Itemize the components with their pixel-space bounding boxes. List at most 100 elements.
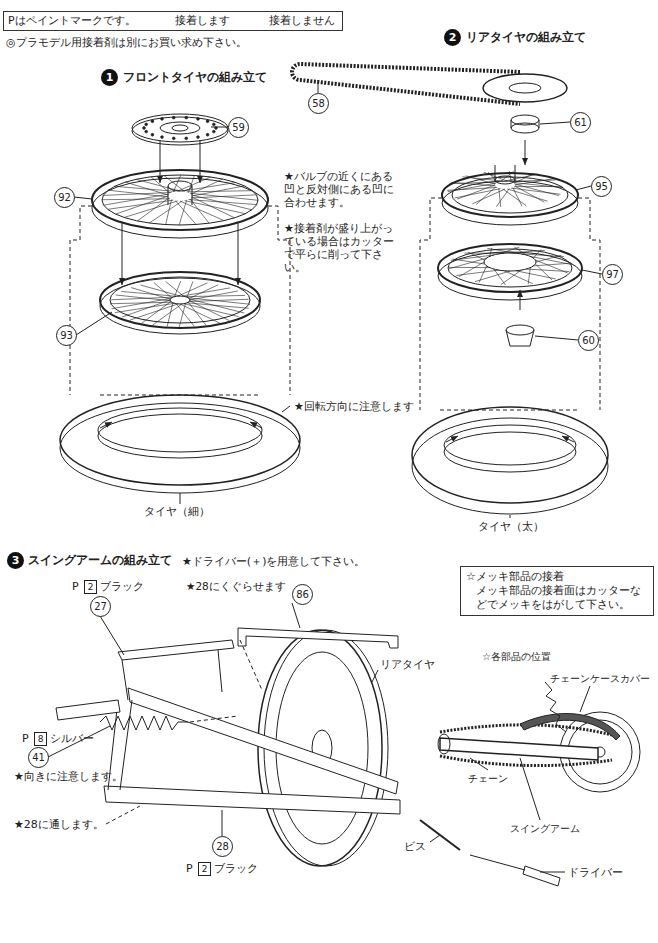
label-text: ★向きに注意します。 [14,770,123,783]
spoke [176,304,194,327]
disc-hole [215,127,218,130]
spoke [103,192,171,195]
spoke [494,269,506,285]
spoke [121,291,176,296]
callout-number: 58 [308,93,329,114]
spoke [464,253,504,254]
spoke [509,180,555,181]
spoke [514,173,534,183]
spoke [515,184,559,195]
callout-number: 41 [28,747,49,768]
spoke [504,271,533,284]
label-text: ビス [404,840,426,853]
spoke [535,260,567,273]
spoke [190,299,245,313]
callout-number: 97 [602,264,623,285]
spoke [507,189,547,201]
spoke [174,281,180,297]
disc-hole [197,136,200,139]
spoke [187,303,249,308]
disc-hole [185,116,188,119]
label-text: ★28にくぐらせます [186,580,286,593]
spoke [516,271,556,279]
node-heading: ☆メッキ部品の接着 [466,570,648,584]
legend-text: 接着しません [269,14,335,27]
disc-hole [197,118,200,121]
label-text: シルバー [50,732,94,745]
disc-hole [161,136,164,139]
label-text: タイヤ（太） [478,520,544,533]
disc-hole [172,137,175,140]
step-number: 1 [101,69,118,86]
callout-number: 92 [54,187,75,208]
callout-number: 60 [578,330,599,351]
label-text: フロントタイヤの組み立て [123,71,267,84]
disc-hole [212,123,215,126]
spoke [111,297,173,300]
step-number: 2 [444,29,461,46]
rear-wheel-parts [292,64,608,518]
spoke [180,201,224,221]
label-text: P [72,580,79,593]
label-text: ブラック [100,580,144,593]
disc-hole [206,120,209,123]
spoke [149,201,182,223]
paint-number: 2 [84,580,97,594]
label-text: タイヤ（細） [144,505,210,518]
spoke [189,285,218,299]
spoke [455,189,501,198]
spoke [496,189,509,207]
callout-number: 61 [570,112,591,133]
spoke [503,189,527,206]
legend-text: 接着します [175,14,230,27]
spoke [499,188,501,207]
label-text: P [186,862,193,875]
spoke [459,262,484,277]
spoke [111,298,170,308]
disc-hole [172,116,175,119]
paint-number: 8 [34,732,47,746]
callout-number: 59 [228,117,249,138]
spoke [457,185,495,199]
callout-number: 28 [212,836,233,857]
disc-hole [161,118,164,121]
label-text: ★28に通します。 [14,818,104,831]
label-text: ★ドライバー(＋)を用意して下さい。 [182,555,365,568]
disc-hole [151,133,154,136]
spoke [511,188,560,194]
spoke [166,281,184,296]
label-text: P [22,732,29,745]
node-body: メッキ部品の接着面はカッターなどでメッキをはがして下さい。 [466,584,648,612]
label-text: リアタイヤの組み立て [466,31,586,44]
front-wheel-parts [60,114,300,504]
label-text: ★回転方向に注意します [294,400,414,413]
spoke [153,304,182,325]
spoke [104,194,169,205]
step-number: 3 [7,552,24,569]
spoke [513,183,563,188]
spoke [447,187,497,190]
disc-hole [145,130,148,133]
spoke [487,248,516,253]
spoke [140,285,180,296]
spoke [476,187,496,205]
disc-hole [145,123,148,126]
disc-hole [143,127,146,130]
label-text: チェーン [468,772,508,785]
spoke [187,281,193,297]
spoke [136,179,180,191]
spoke [515,186,545,202]
callout-number: 93 [56,325,77,346]
spoke [175,201,196,225]
spoke [179,303,185,327]
spoke [188,175,194,192]
label-text: ブラック [214,862,258,875]
spoke [515,247,527,255]
disc-hole [185,137,188,140]
spoke [166,200,172,225]
spoke [164,176,185,192]
label-text: チェーンケースカバー [550,672,650,685]
swing-arm-assembly [48,603,640,886]
spoke [484,172,508,181]
